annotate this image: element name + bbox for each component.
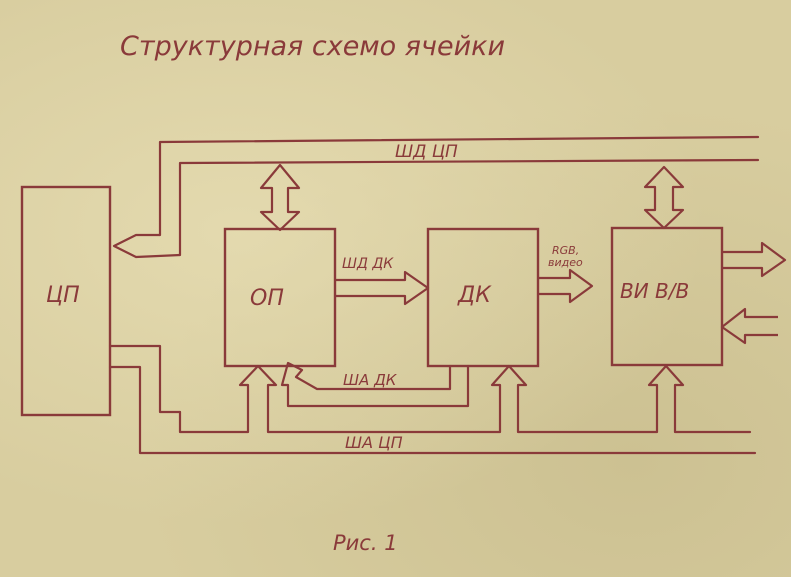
viv-data-bus-arrow bbox=[643, 165, 685, 230]
rgb-label-line2: видео bbox=[548, 256, 583, 269]
shd-dk-arrow bbox=[336, 270, 430, 306]
top-bus-label: ШД ЦП bbox=[395, 142, 458, 162]
cpu-block bbox=[20, 185, 112, 417]
viv-input-arrow bbox=[720, 307, 778, 345]
diagram-title: Структурная схемо ячейки bbox=[120, 31, 505, 62]
viv-block bbox=[610, 226, 724, 367]
rgb-arrow bbox=[539, 268, 594, 304]
dk-block bbox=[426, 227, 540, 368]
shd-dk-label: ШД ДК bbox=[342, 256, 394, 272]
cpu-label: ЦП bbox=[46, 283, 80, 308]
rgb-label-line1: RGB, bbox=[552, 244, 579, 257]
figure-caption: Рис. 1 bbox=[333, 531, 398, 555]
bottom-address-bus bbox=[108, 344, 757, 455]
op-block bbox=[223, 227, 337, 368]
dk-label: ДК bbox=[457, 283, 492, 308]
bottom-bus-label: ША ЦП bbox=[345, 433, 403, 452]
op-data-bus-arrow bbox=[259, 163, 301, 232]
sha-dk-label: ША ДК bbox=[343, 371, 398, 389]
top-data-bus bbox=[112, 135, 760, 259]
sha-dk-bus bbox=[280, 361, 470, 408]
op-label: ОП bbox=[250, 286, 284, 311]
viv-output-arrow bbox=[723, 241, 787, 278]
viv-label: ВИ В/В bbox=[620, 279, 689, 303]
